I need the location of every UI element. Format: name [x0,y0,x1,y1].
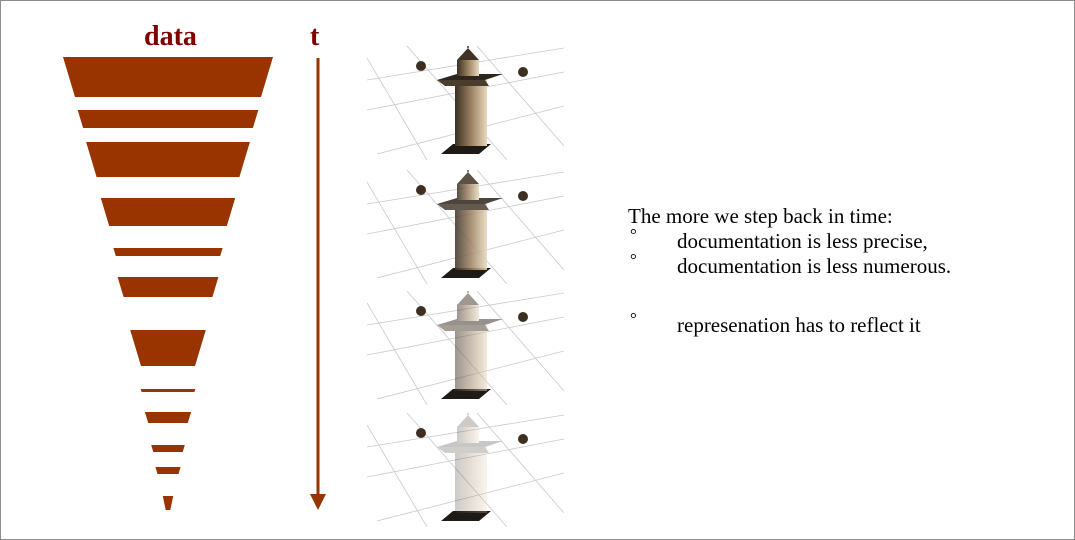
time-arrow [310,58,326,510]
monument-render [367,291,564,405]
note-bullet-text: documentation is less numerous. [677,254,952,278]
funnel-bar [151,445,185,452]
funnel-bar [162,496,174,510]
monument-render [367,46,564,160]
bullet-marker: ° [630,309,637,328]
data-funnel [63,57,273,510]
note-bullet-text: represenation has to reflect it [677,313,921,337]
data-label: data [144,21,197,52]
monument-render [367,413,564,527]
funnel-bar [77,110,259,128]
funnel-bar [63,57,273,97]
bullet-marker: ° [630,225,637,244]
bullet-marker: ° [630,250,637,269]
time-label: t [310,21,320,52]
time-note: The more we step back in time: ° documen… [628,204,951,338]
funnel-bar [100,198,236,226]
funnel-bar [140,389,196,392]
funnel-bar [86,142,250,177]
funnel-bar [130,330,206,366]
funnel-bar [155,467,181,474]
note-bullet-text: documentation is less precise, [677,229,928,253]
funnel-bar [117,277,219,297]
note-bullet-precise: ° documentation is less precise, [628,225,951,254]
note-bullet-numerous: ° documentation is less numerous. [628,250,952,279]
note-intro: The more we step back in time: [628,204,893,228]
time-arrow-head [310,494,326,510]
monument-render [367,170,564,284]
funnel-bar [144,412,192,423]
funnel-bar [113,248,223,256]
note-bullet-representation: ° represenation has to reflect it [628,309,951,338]
